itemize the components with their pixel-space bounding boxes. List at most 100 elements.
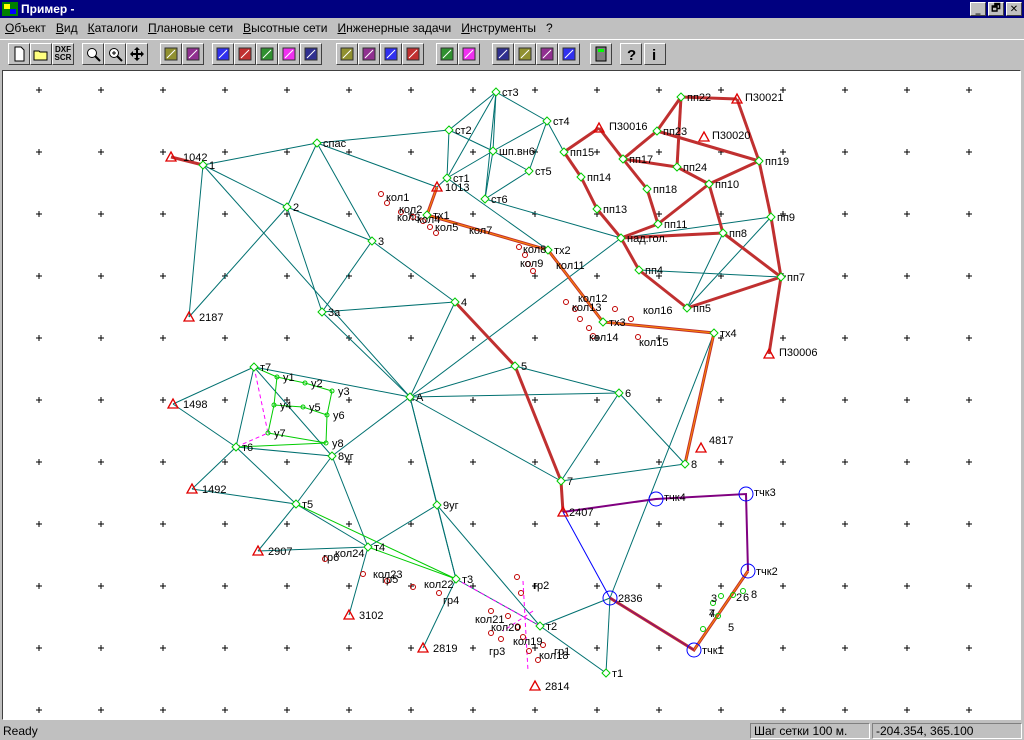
point-7[interactable]: 7 — [556, 476, 573, 488]
elevation-button[interactable] — [558, 43, 580, 65]
menu-view[interactable]: Вид — [55, 21, 78, 35]
point-pp23[interactable]: пп23 — [652, 126, 687, 138]
point-st1[interactable]: ст1 — [442, 173, 470, 185]
point-y5[interactable]: у5 — [300, 402, 321, 414]
open-folder-button[interactable] — [30, 43, 52, 65]
point-8ug[interactable]: 8уг — [327, 451, 354, 463]
point-9ug[interactable]: 9уг — [432, 500, 459, 512]
point-pp4[interactable]: пп4 — [634, 265, 663, 277]
point-8[interactable]: 8 — [680, 459, 697, 471]
point-pp22[interactable]: пп22 — [676, 92, 711, 104]
balance-level-button[interactable] — [380, 43, 402, 65]
balance-button[interactable] — [256, 43, 278, 65]
point-p30016[interactable]: П30016 — [592, 121, 648, 133]
minimize-button[interactable]: _ — [970, 2, 986, 16]
point-y2[interactable]: у2 — [302, 378, 323, 390]
map-button[interactable] — [536, 43, 558, 65]
point-y4[interactable]: у4 — [271, 400, 292, 412]
point-st4[interactable]: ст4 — [542, 116, 570, 128]
point-t2[interactable]: т2 — [535, 621, 557, 633]
menu-catalogs[interactable]: Каталоги — [87, 21, 138, 35]
point-st3[interactable]: ст3 — [491, 87, 519, 99]
sort-button[interactable] — [278, 43, 300, 65]
point-pp8[interactable]: пп8 — [718, 228, 747, 240]
report-button[interactable] — [336, 43, 358, 65]
point-2187[interactable]: 2187 — [182, 310, 223, 324]
point-st5[interactable]: ст5 — [524, 166, 552, 178]
point-pp14[interactable]: пп14 — [576, 172, 611, 184]
point-5[interactable]: 5 — [510, 361, 527, 373]
point-y6[interactable]: у6 — [324, 410, 345, 422]
point-st2[interactable]: ст2 — [444, 125, 472, 137]
point-6[interactable]: 6 — [614, 388, 631, 400]
info-button[interactable]: i — [644, 43, 666, 65]
point-tchk1[interactable]: тчк1 — [686, 642, 724, 658]
point-t7[interactable]: т7 — [249, 362, 271, 374]
menu-height-networks[interactable]: Высотные сети — [243, 21, 328, 35]
point-y7[interactable]: у7 — [265, 428, 286, 440]
point-1492[interactable]: 1492 — [185, 482, 226, 496]
point-tchk3[interactable]: тчк3 — [738, 486, 776, 502]
point-t5[interactable]: т5 — [291, 499, 313, 511]
point-pp19[interactable]: пп19 — [754, 156, 789, 168]
pan-button[interactable] — [126, 43, 148, 65]
point-2819[interactable]: 2819 — [416, 641, 457, 655]
point-4[interactable]: 4 — [450, 297, 467, 309]
profile-button[interactable] — [436, 43, 458, 65]
network-calc-button[interactable] — [160, 43, 182, 65]
point-pp10[interactable]: пп10 — [704, 179, 739, 191]
point-1042[interactable]: 1042 — [164, 150, 207, 164]
point-spas[interactable]: спас — [312, 138, 347, 150]
menu-plan-networks[interactable]: Плановые сети — [147, 21, 234, 35]
point-2836[interactable]: 2836 — [602, 590, 642, 606]
new-file-button[interactable] — [8, 43, 30, 65]
point-3[interactable]: 3 — [367, 236, 384, 248]
menu-tools[interactable]: Инструменты — [461, 21, 537, 35]
point-p30021[interactable]: П30021 — [730, 92, 784, 104]
point-tx2[interactable]: тх2 — [543, 245, 571, 257]
point-y3[interactable]: у3 — [329, 386, 350, 398]
point-tx1[interactable]: тх1 — [422, 210, 450, 222]
balance-alt-button[interactable] — [300, 43, 322, 65]
point-A[interactable]: А — [405, 392, 424, 404]
zoom-in-button[interactable] — [104, 43, 126, 65]
point-2407[interactable]: 2407 — [556, 505, 593, 519]
point-pp13[interactable]: пп13 — [592, 204, 627, 216]
point-1[interactable]: 1 — [198, 160, 215, 172]
menu-help[interactable]: ? — [546, 21, 553, 35]
point-3102[interactable]: 3102 — [342, 608, 383, 622]
point-p30006[interactable]: П30006 — [762, 347, 818, 359]
point-pp11[interactable]: пп11 — [653, 219, 687, 231]
menu-object[interactable]: Объект — [5, 21, 46, 35]
restore-button[interactable]: 🗗 — [988, 2, 1004, 16]
point-pp17[interactable]: пп17 — [618, 154, 653, 166]
point-pp7[interactable]: пп7 — [776, 272, 805, 284]
point-tchk4[interactable]: тчк4 — [648, 491, 686, 507]
calculator-button[interactable] — [590, 43, 612, 65]
point-shp[interactable]: шп.вн6 — [488, 146, 535, 158]
point-1498[interactable]: 1498 — [166, 397, 207, 411]
point-t6[interactable]: т6 — [231, 442, 253, 454]
point-pp18[interactable]: пп18 — [642, 184, 677, 196]
point-tx4[interactable]: тх4 — [709, 328, 737, 340]
binoculars-button[interactable] — [182, 43, 204, 65]
point-st6[interactable]: ст6 — [480, 194, 508, 206]
point-pp15[interactable]: пп15 — [559, 147, 594, 159]
dxf-export-button[interactable]: DXF SCR — [52, 43, 74, 65]
close-button[interactable]: ✕ — [1006, 2, 1022, 16]
network-map[interactable]: 10421спас233а2187ст1ст2ст3ст4ст5ст6шп.вн… — [3, 71, 1020, 719]
tower-alt-button[interactable] — [514, 43, 536, 65]
level-button[interactable] — [458, 43, 480, 65]
point-y8[interactable]: у8 — [323, 438, 344, 450]
point-pp9[interactable]: пп9 — [766, 212, 795, 224]
point-tchk2[interactable]: тчк2 — [740, 563, 778, 579]
point-y1[interactable]: у1 — [274, 372, 295, 384]
list-button[interactable] — [212, 43, 234, 65]
table-button[interactable] — [402, 43, 424, 65]
point-p30020[interactable]: П30020 — [697, 130, 751, 142]
point-4817[interactable]: 4817 — [694, 435, 733, 453]
tower-button[interactable] — [492, 43, 514, 65]
point-t4[interactable]: т4 — [363, 542, 385, 554]
point-2[interactable]: 2 — [282, 202, 299, 214]
